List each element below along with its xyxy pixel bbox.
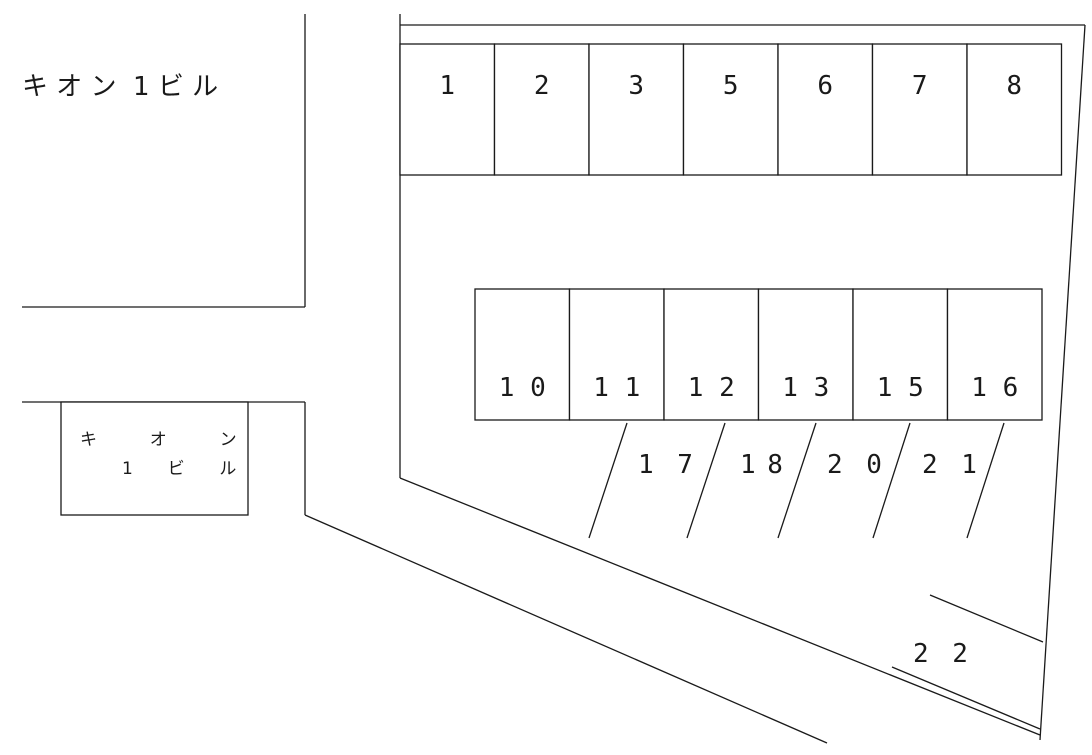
stall-number-label: 1 1 [593, 373, 640, 403]
parking-stall [568, 288, 665, 421]
stall-18-label: 1 8 [740, 450, 781, 480]
stall-17-label: 1 7 [638, 450, 697, 480]
divider-line [588, 422, 628, 539]
main-building-label: キ オ ン 1 ビ ル [22, 72, 218, 102]
main-building [22, 14, 306, 308]
parking-stall [474, 288, 571, 421]
stall-number-label: 2 [534, 71, 550, 101]
lot-boundary [399, 14, 1086, 741]
parking-stall [777, 43, 874, 176]
stall-number-label: 1 0 [499, 373, 546, 403]
stall-number-label: 5 [723, 71, 739, 101]
stall-21-label: 2 1 [922, 450, 981, 480]
top-row-stalls: 1 2 3 5 6 7 8 [399, 43, 1063, 176]
stall-number-label: 8 [1006, 71, 1022, 101]
stall-number-label: 1 5 [877, 373, 924, 403]
parking-stall [852, 288, 949, 421]
parking-stall [682, 43, 779, 176]
angled-stall-dividers [588, 422, 1005, 539]
stall-number-label: 1 6 [971, 373, 1018, 403]
parking-stall [399, 43, 496, 176]
annex-label-line1: キ オ ン [80, 430, 251, 450]
annex-building [60, 401, 249, 516]
parking-stall [588, 43, 685, 176]
stall-22-label: 2 2 [913, 639, 972, 669]
stall-20-label: 2 0 [827, 450, 886, 480]
divider-line [966, 422, 1005, 539]
annex-label-line2: 1 ビ ル [122, 459, 244, 479]
parking-stall [757, 288, 854, 421]
middle-row-stalls: 1 0 1 1 1 2 1 3 1 5 1 6 [474, 288, 1043, 421]
divider-line [686, 422, 726, 539]
stall-22 [891, 594, 1044, 730]
divider-line [777, 422, 817, 539]
stall-number-label: 1 [439, 71, 455, 101]
parking-stall [663, 288, 760, 421]
stall-number-label: 7 [912, 71, 928, 101]
divider-line [872, 422, 911, 539]
stall-number-label: 3 [628, 71, 644, 101]
stall-number-label: 1 2 [688, 373, 735, 403]
stall-number-label: 6 [817, 71, 833, 101]
parking-stall [871, 43, 968, 176]
parking-stall [493, 43, 590, 176]
parking-stall [966, 43, 1063, 176]
parking-stall [946, 288, 1043, 421]
stall-number-label: 1 3 [782, 373, 829, 403]
